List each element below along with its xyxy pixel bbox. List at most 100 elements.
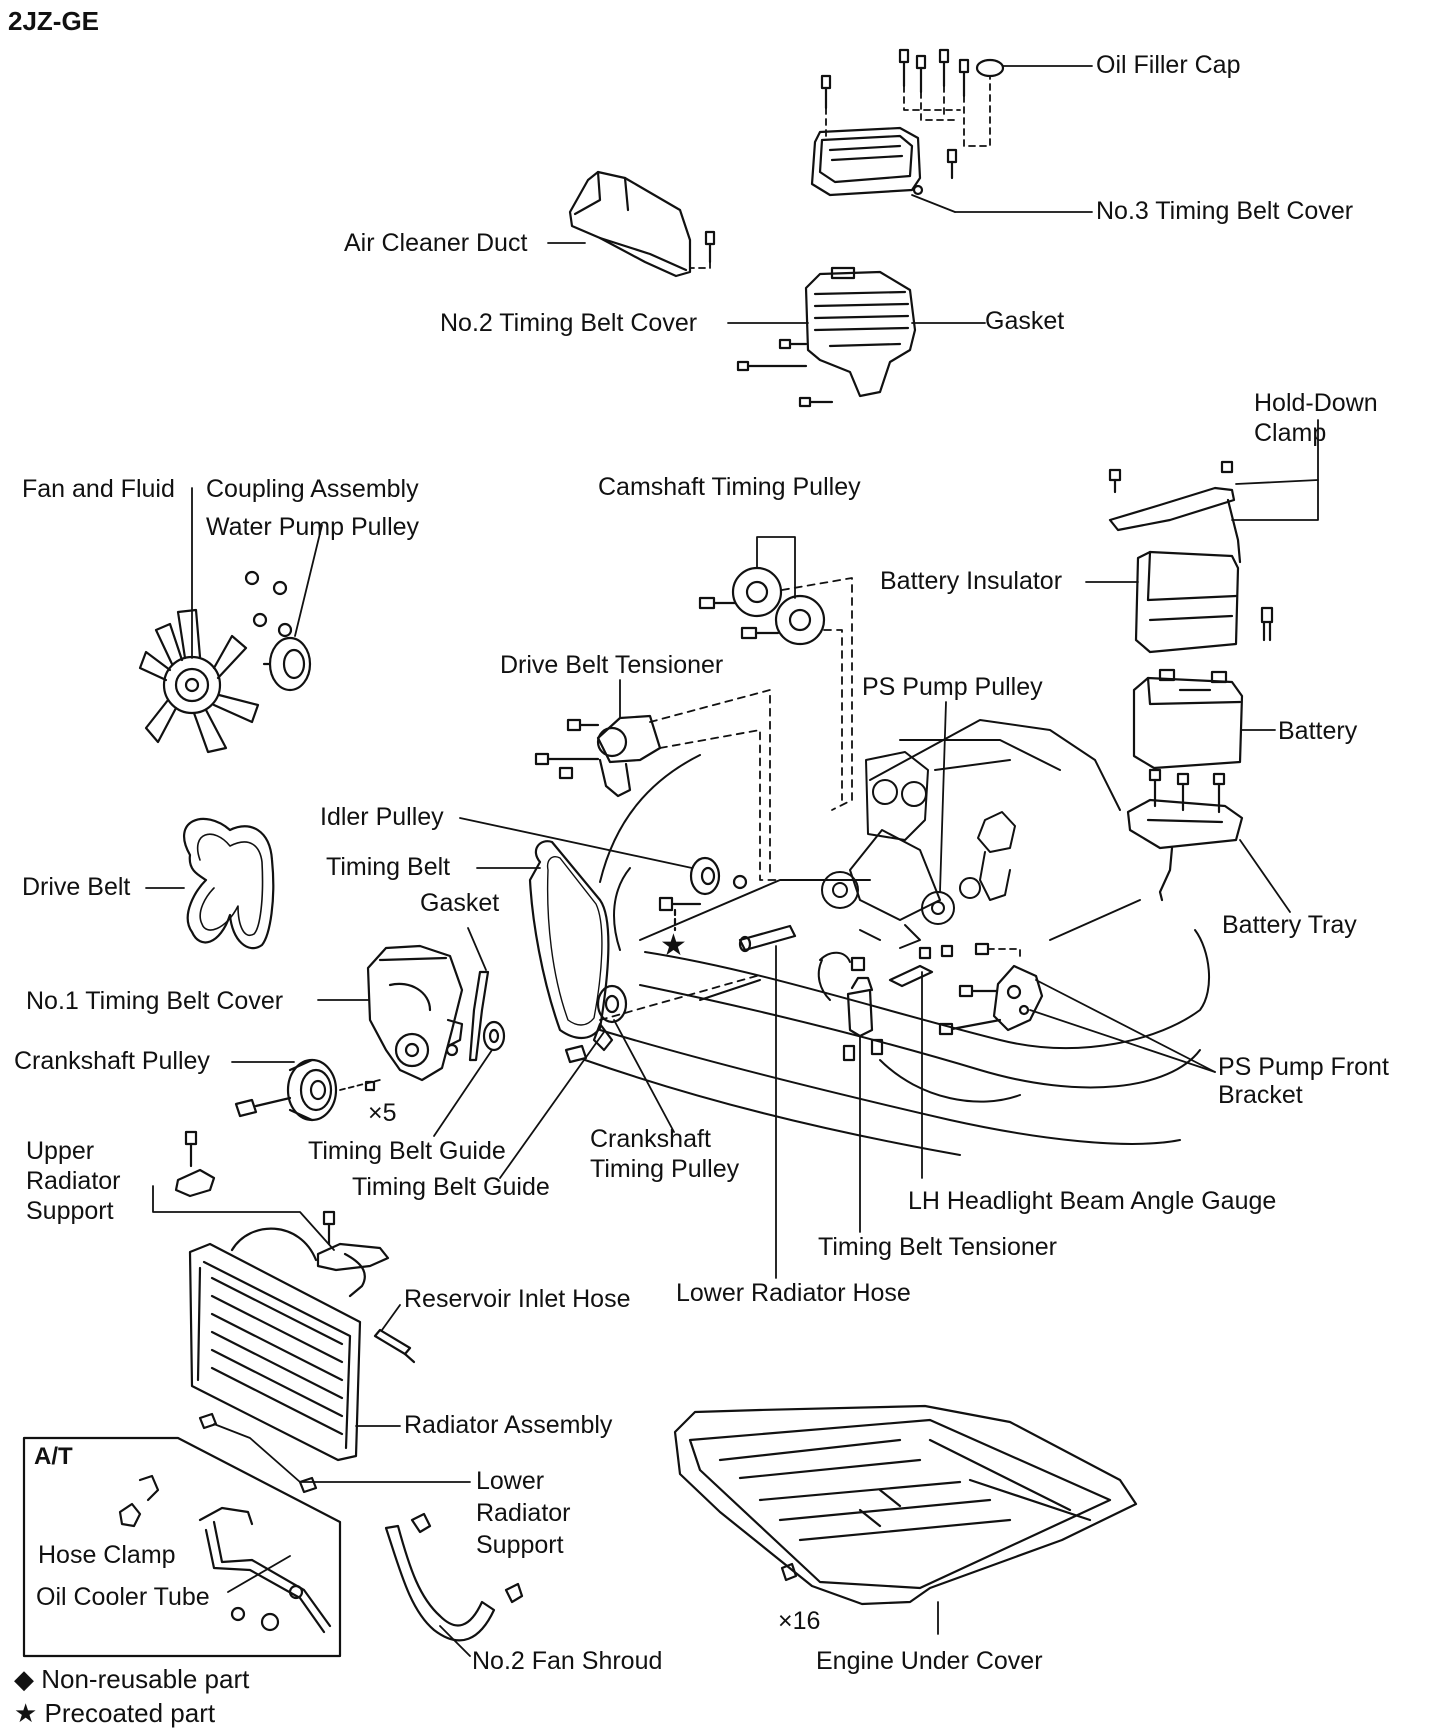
precoated-star-mark: ★ xyxy=(660,928,687,963)
reservoir-inlet-hose-leader xyxy=(381,1304,401,1331)
label-lower-radiator-3: Support xyxy=(476,1531,564,1559)
battery-tray-leader xyxy=(1239,839,1291,913)
label-engine-under-cover: Engine Under Cover xyxy=(816,1647,1043,1675)
label-idler-pulley: Idler Pulley xyxy=(320,803,444,831)
label-upper-radiator-2: Radiator xyxy=(26,1167,121,1195)
cam-dashed xyxy=(781,577,853,811)
no3-cover-leader xyxy=(911,194,956,213)
air-cleaner-duct-part xyxy=(568,170,716,278)
ps-bracket-dash xyxy=(987,948,1021,961)
oil-filler-cap-part xyxy=(975,58,1005,78)
cover-bolts xyxy=(820,48,970,180)
timing-belt-part xyxy=(528,840,610,1040)
battery-tray-part xyxy=(1126,768,1244,902)
label-hold-down-clamp-2: Clamp xyxy=(1254,419,1327,447)
label-drive-belt: Drive Belt xyxy=(22,873,131,901)
label-lower-radiator-2: Radiator xyxy=(476,1499,571,1527)
no2-cover-bolts xyxy=(736,338,834,408)
idler-pulley-part xyxy=(689,856,748,896)
label-battery-tray: Battery Tray xyxy=(1222,911,1357,939)
label-no1-timing-belt-cover: No.1 Timing Belt Cover xyxy=(26,987,284,1015)
legend-non-reusable: ◆ Non-reusable part xyxy=(14,1664,250,1694)
label-upper-radiator-1: Upper xyxy=(26,1137,95,1165)
idler-pulley-leader xyxy=(459,817,693,869)
label-times5: ×5 xyxy=(368,1099,397,1127)
label-timing-belt-tensioner: Timing Belt Tensioner xyxy=(818,1233,1058,1261)
camshaft-timing-pulley-part xyxy=(698,566,826,646)
label-battery-insulator: Battery Insulator xyxy=(880,567,1063,595)
fan-nuts xyxy=(244,570,293,638)
label-oil-cooler-tube: Oil Cooler Tube xyxy=(36,1583,210,1611)
gasket-lower-part xyxy=(468,970,490,1062)
engine-front-parts xyxy=(821,751,1016,949)
label-hose-clamp: Hose Clamp xyxy=(38,1541,176,1569)
upper-bracket-part xyxy=(316,1210,390,1272)
label-battery: Battery xyxy=(1278,717,1358,745)
label-radiator-assembly: Radiator Assembly xyxy=(404,1411,613,1439)
label-crankshaft-timing-2: Timing Pulley xyxy=(590,1155,740,1183)
ps-pump-front-bracket-part xyxy=(938,942,1044,1036)
drive-belt-tensioner-part xyxy=(534,714,662,798)
water-pump-pulley-part xyxy=(262,636,312,692)
reservoir-inlet-hose-part xyxy=(373,1328,416,1364)
label-no2-fan-shroud: No.2 Fan Shroud xyxy=(472,1647,663,1675)
no3-timing-belt-cover-part xyxy=(810,126,924,197)
legend-precoated: ★ Precoated part xyxy=(14,1698,216,1728)
label-reservoir-inlet-hose: Reservoir Inlet Hose xyxy=(404,1285,631,1313)
label-coupling-assembly: Coupling Assembly xyxy=(206,475,419,503)
crankshaft-timing-pulley-leader xyxy=(613,1019,675,1133)
label-drive-belt-tensioner: Drive Belt Tensioner xyxy=(500,651,724,679)
timing-belt-guide-leader-1 xyxy=(433,1049,493,1137)
no2-fan-shroud-leader xyxy=(439,1625,471,1657)
idler-bolt-part xyxy=(658,896,702,932)
gasket-lower-leader xyxy=(467,927,487,971)
timing-belt-guide-part xyxy=(482,1020,506,1052)
oil-cooler-leader xyxy=(227,1555,291,1593)
at-oil-cooler-tube-part xyxy=(198,1506,332,1634)
label-fan-and-fluid: Fan and Fluid xyxy=(22,475,175,503)
tensioner-dashed xyxy=(649,689,871,881)
label-upper-radiator-3: Support xyxy=(26,1197,114,1225)
label-no2-timing-belt-cover: No.2 Timing Belt Cover xyxy=(440,309,698,337)
no2-fan-shroud-part xyxy=(384,1512,524,1642)
lh-headlight-gauge-part xyxy=(888,944,954,988)
no2-timing-belt-cover-part xyxy=(804,266,917,398)
cover-dashed-leaders xyxy=(825,75,991,147)
engine-under-cover-part xyxy=(673,1404,1138,1606)
at-hose-clamp-part xyxy=(118,1474,280,1632)
label-no3-timing-belt-cover: No.3 Timing Belt Cover xyxy=(1096,197,1354,225)
ps-pump-front-leader-1 xyxy=(1035,979,1216,1073)
at-box-frame xyxy=(22,1436,342,1658)
label-ps-pump-pulley: PS Pump Pulley xyxy=(862,673,1043,701)
under-cover-bolt xyxy=(780,1562,798,1582)
label-camshaft-timing-pulley: Camshaft Timing Pulley xyxy=(598,473,861,501)
upper-radiator-support-leader xyxy=(152,1185,335,1251)
label-gasket-lower: Gasket xyxy=(420,889,500,917)
crankshaft-timing-pulley-part xyxy=(564,984,628,1064)
air-cleaner-duct-dash xyxy=(689,261,711,269)
diagram-title: 2JZ-GE xyxy=(8,6,100,36)
battery-insulator-part xyxy=(1134,550,1274,654)
label-air-cleaner-duct: Air Cleaner Duct xyxy=(344,229,528,257)
label-lh-headlight: LH Headlight Beam Angle Gauge xyxy=(908,1187,1277,1215)
label-ps-pump-front-1: PS Pump Front xyxy=(1218,1053,1389,1081)
label-at: A/T xyxy=(34,1443,73,1470)
ps-pump-pulley-leader xyxy=(939,701,947,893)
label-crankshaft-timing-1: Crankshaft xyxy=(590,1125,711,1153)
crank-dash xyxy=(599,974,761,1021)
radiator-assembly-part xyxy=(188,1227,366,1462)
timing-belt-guide-leader-2 xyxy=(499,1031,605,1179)
label-water-pump-pulley: Water Pump Pulley xyxy=(206,513,420,541)
hold-down-clamp-part xyxy=(1108,460,1242,564)
upper-radiator-support-part xyxy=(174,1130,216,1198)
label-crankshaft-pulley: Crankshaft Pulley xyxy=(14,1047,210,1075)
timing-belt-tensioner-part xyxy=(842,956,884,1062)
lower-radiator-hose-part xyxy=(738,924,797,953)
crank-bolts-dash xyxy=(339,1079,381,1091)
lower-radiator-support-leader xyxy=(213,1423,471,1483)
label-oil-filler-cap: Oil Filler Cap xyxy=(1096,51,1241,79)
label-timing-belt: Timing Belt xyxy=(326,853,451,881)
label-gasket-upper: Gasket xyxy=(985,307,1065,335)
